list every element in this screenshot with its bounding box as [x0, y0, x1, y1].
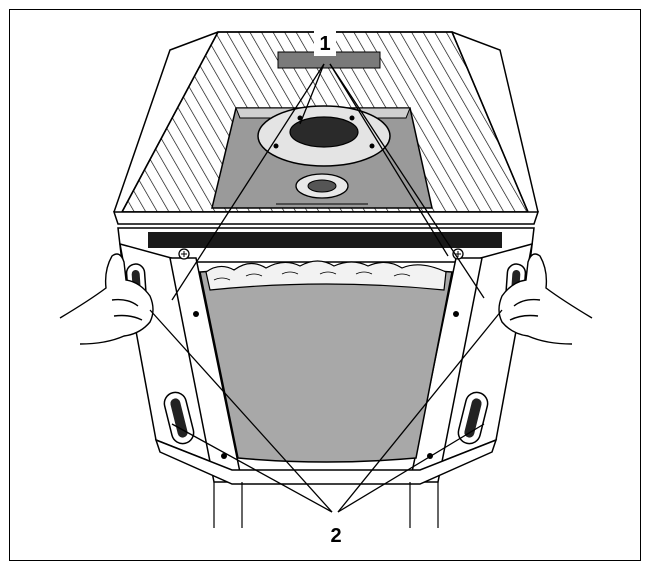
callout-2-leaders	[149, 309, 503, 513]
right-hand	[498, 253, 593, 345]
callout-1: 1	[319, 33, 330, 55]
callout-1-leaders	[171, 63, 485, 301]
cover-right-edge	[451, 31, 539, 213]
front-panel	[199, 260, 453, 463]
flue-plate	[211, 105, 433, 209]
flue-opening	[289, 116, 359, 148]
cover-left-edge	[113, 31, 219, 213]
left-hand	[59, 253, 154, 345]
callout-2: 2	[330, 525, 341, 547]
